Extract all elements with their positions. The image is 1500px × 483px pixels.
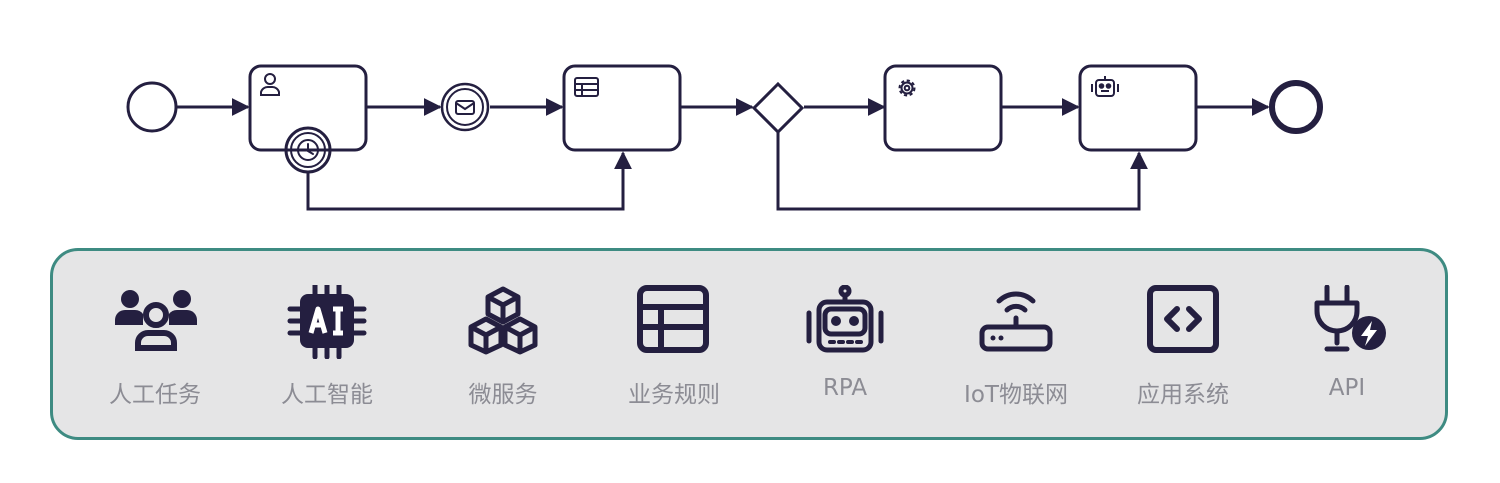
capability-label-app-system: 应用系统: [1137, 382, 1229, 408]
table-icon: [574, 77, 599, 97]
capability-label-rpa: RPA: [822, 375, 868, 401]
business-rule-task[interactable]: [562, 64, 682, 152]
table-icon: [637, 285, 709, 353]
router-icon: [979, 291, 1053, 352]
gear-icon: [898, 79, 916, 97]
ai-chip-icon: [287, 285, 367, 359]
service-task[interactable]: [883, 64, 1003, 152]
flow-timer-to-rule-task: [306, 151, 632, 211]
message-event[interactable]: [440, 82, 490, 132]
sequence-flows: [176, 98, 1270, 211]
start-event: [126, 81, 178, 133]
people-icon: [115, 290, 197, 351]
capability-label-business-rules: 业务规则: [628, 382, 720, 408]
robot-icon: [806, 285, 884, 353]
capability-label-api: API: [1328, 375, 1366, 401]
code-window-icon: [1147, 285, 1219, 353]
cubes-icon: [468, 286, 538, 355]
timer-icon[interactable]: [284, 126, 332, 174]
capability-label-iot: IoT物联网: [964, 382, 1068, 408]
capability-label-ai: 人工智能: [281, 382, 373, 408]
capability-label-human-task: 人工任务: [109, 382, 201, 408]
end-event: [1269, 80, 1323, 134]
capability-label-microservice: 微服务: [468, 382, 538, 408]
flow-gateway-to-rpa-task: [776, 132, 1148, 211]
plug-bolt-icon: [1314, 285, 1386, 352]
user-icon: [260, 73, 280, 96]
envelope-icon: [455, 100, 475, 115]
exclusive-gateway[interactable]: [751, 81, 805, 135]
robot-icon: [1091, 76, 1119, 97]
capabilities-panel: [50, 248, 1448, 440]
user-task[interactable]: [248, 64, 368, 152]
rpa-task[interactable]: [1078, 64, 1198, 152]
